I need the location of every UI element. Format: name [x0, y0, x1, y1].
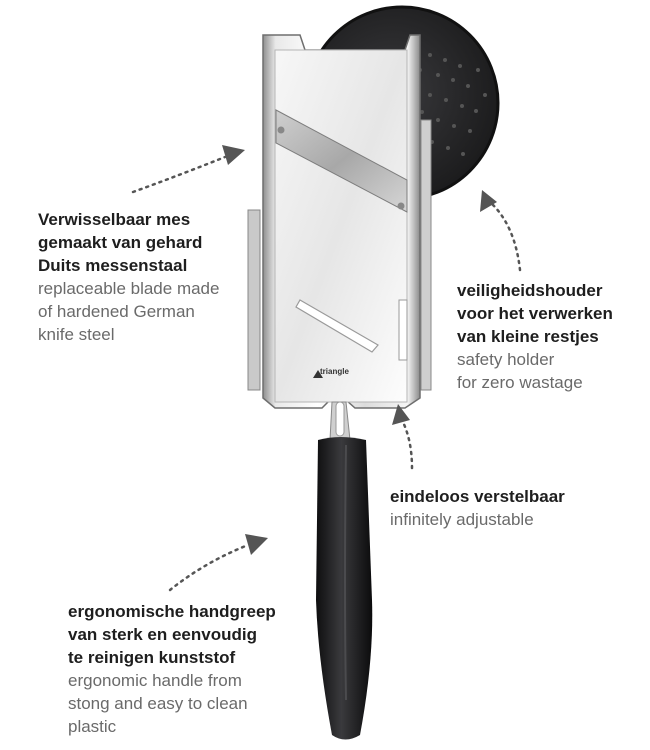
handle-label-nl-1: ergonomische handgreep — [68, 602, 276, 621]
handle-label-en-1: ergonomic handle from — [68, 671, 242, 690]
brand-logo-text: triangle — [320, 367, 349, 376]
holder-label-nl-2: voor het verwerken — [457, 304, 613, 323]
blade-arrowhead-icon — [222, 145, 245, 165]
handle-arrowhead-icon — [245, 534, 268, 555]
callout-arrows — [131, 155, 522, 592]
holder-label-nl-1: veiligheidshouder — [457, 281, 603, 300]
callout-holder: veiligheidshouder voor het verwerken van… — [457, 279, 613, 394]
holder-arrow-line — [488, 200, 522, 272]
blade-label-en-1: replaceable blade made — [38, 279, 220, 298]
blade-label-en-3: knife steel — [38, 325, 115, 344]
holder-spikes — [418, 53, 487, 156]
blade-label-nl-3: Duits messenstaal — [38, 256, 188, 275]
callout-adjust: eindeloos verstelbaar infinitely adjusta… — [390, 485, 565, 531]
handle — [316, 401, 373, 740]
slicer-body — [247, 34, 432, 409]
handle-label-en-2: stong and easy to clean — [68, 694, 248, 713]
blade-label-en-2: of hardened German — [38, 302, 195, 321]
holder-label-nl-3: van kleine restjes — [457, 327, 599, 346]
holder-label-en-2: for zero wastage — [457, 373, 583, 392]
adjust-arrowhead-icon — [392, 404, 410, 425]
holder-label-en-1: safety holder — [457, 350, 555, 369]
callout-blade: Verwisselbaar mes gemaakt van gehard Dui… — [38, 208, 219, 346]
brand-logo — [313, 370, 323, 378]
brand-logo-wordmark: triangle — [320, 367, 349, 376]
adjust-label-en-1: infinitely adjustable — [390, 510, 534, 529]
handle-label-en-3: plastic — [68, 717, 117, 736]
replaceable-blade — [275, 109, 408, 213]
holder-arrowhead-icon — [480, 190, 497, 212]
adjust-arrow-line — [400, 418, 414, 470]
handle-arrow-line — [168, 543, 250, 592]
callout-handle: ergonomische handgreep van sterk en eenv… — [68, 600, 276, 738]
handle-label-nl-2: van sterk en eenvoudig — [68, 625, 257, 644]
adjust-label-nl-1: eindeloos verstelbaar — [390, 487, 565, 506]
arrow-heads — [222, 145, 497, 555]
blade-label-nl-2: gemaakt van gehard — [38, 233, 203, 252]
handle-label-nl-3: te reinigen kunststof — [68, 648, 236, 667]
blade-label-nl-1: Verwisselbaar mes — [38, 210, 191, 229]
blade-arrow-line — [131, 155, 227, 194]
